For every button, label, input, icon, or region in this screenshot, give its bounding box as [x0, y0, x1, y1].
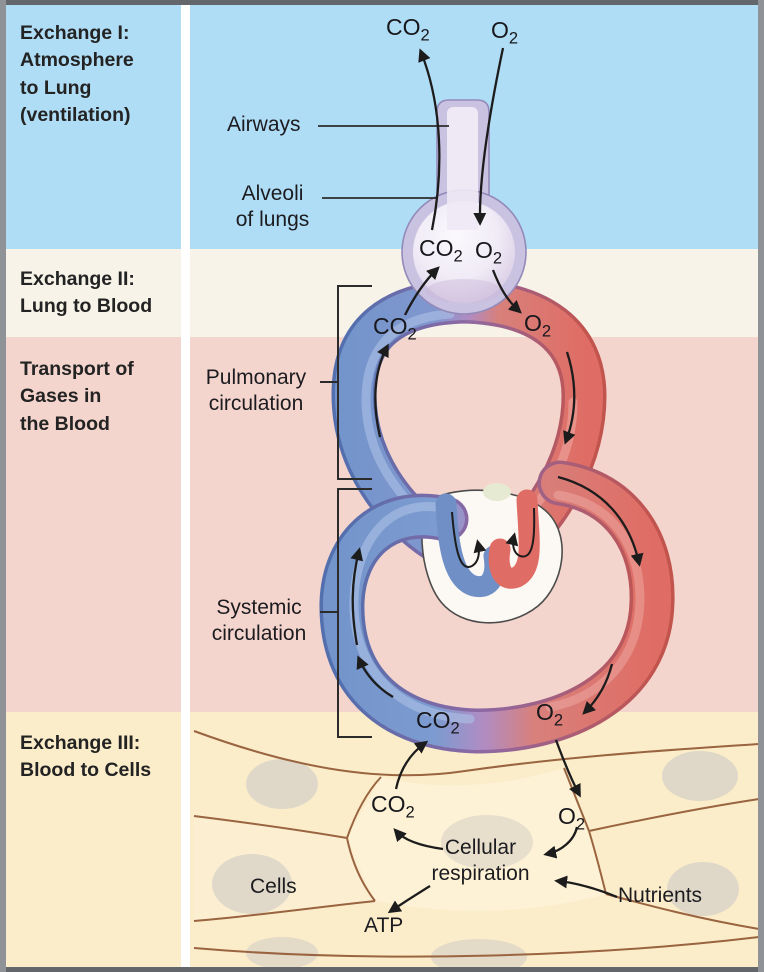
systemic-loop [319, 460, 675, 754]
frame-border-left [0, 0, 6, 972]
alveolus [401, 112, 527, 315]
co2-label-systemic: CO2 [416, 707, 460, 738]
o2-label-atmosphere: O2 [491, 17, 519, 48]
pulmonary-bracket [320, 285, 372, 480]
respiration-to-atp-arrow [387, 885, 431, 914]
cell-nucleus [662, 751, 738, 801]
gas-flow-arrows [350, 47, 644, 914]
cell-nucleus [246, 759, 318, 809]
o2-label-alveolus: O2 [475, 237, 503, 268]
cell-nucleus [441, 815, 533, 869]
systemic-bracket [320, 488, 372, 738]
aorta-flow-arrow [557, 475, 644, 567]
sidebar-separator [181, 0, 190, 972]
co2-blood-to-alveolus-arrow [403, 266, 440, 316]
band-exchange-1 [0, 0, 764, 249]
heart-chambers [435, 489, 540, 598]
systemic-artery-flow-arrow [582, 663, 614, 715]
co2-exhale-arrow [418, 48, 441, 231]
sidebar-label-exchange-2: Exchange II: Lung to Blood [20, 268, 153, 318]
o2-inhale-arrow [473, 47, 505, 226]
cellular-respiration-label: Cellular respiration [431, 836, 530, 886]
frame-border-right [758, 0, 764, 972]
o2-blood-to-cells-arrow [554, 739, 581, 798]
cells-label: Cells [250, 875, 297, 898]
o2-label-pulmonary: O2 [524, 310, 552, 341]
co2-label-cells: CO2 [371, 791, 415, 822]
o2-label-cells: O2 [558, 803, 586, 834]
systemic-vein-flow-arrow [350, 547, 364, 646]
systemic-vein-flow-arrow-2 [356, 655, 394, 698]
cell-nucleus [667, 862, 739, 916]
co2-label-alveolus: CO2 [419, 235, 463, 266]
o2-to-respiration-arrow [543, 826, 579, 859]
alveoli-label: Alveoli of lungs [235, 182, 310, 232]
pulmonary-artery-flow-arrow [563, 351, 576, 445]
nutrients-label: Nutrients [618, 884, 703, 907]
nutrients-to-respiration-arrow [554, 875, 618, 899]
sidebar-label-transport: Transport of Gases in the Blood [20, 358, 134, 435]
tissue-cells [193, 730, 760, 972]
o2-alveolus-to-blood-arrow [491, 269, 522, 314]
pointer-lines [318, 125, 449, 199]
frame-border-bottom [0, 967, 764, 972]
sidebar-label-exchange-1: Exchange I: Atmosphere to Lung (ventilat… [20, 22, 134, 126]
systemic-circulation-label: Systemic circulation [211, 596, 307, 646]
co2-cells-to-blood-arrow [394, 740, 429, 790]
cell-membranes [193, 730, 760, 958]
co2-label-pulmonary: CO2 [373, 313, 417, 344]
co2-label-atmosphere: CO2 [386, 14, 430, 45]
atp-label: ATP [364, 914, 404, 937]
airways-label: Airways [227, 113, 301, 136]
cell-nucleus [212, 854, 292, 914]
pulmonary-vein-flow-arrow [374, 343, 389, 438]
frame-border-top [0, 0, 764, 5]
sidebar-label-exchange-3: Exchange III: Blood to Cells [20, 732, 152, 782]
o2-label-systemic: O2 [536, 699, 564, 730]
pulmonary-circulation-label: Pulmonary circulation [205, 366, 307, 416]
respiration-to-co2-arrow [393, 828, 444, 851]
